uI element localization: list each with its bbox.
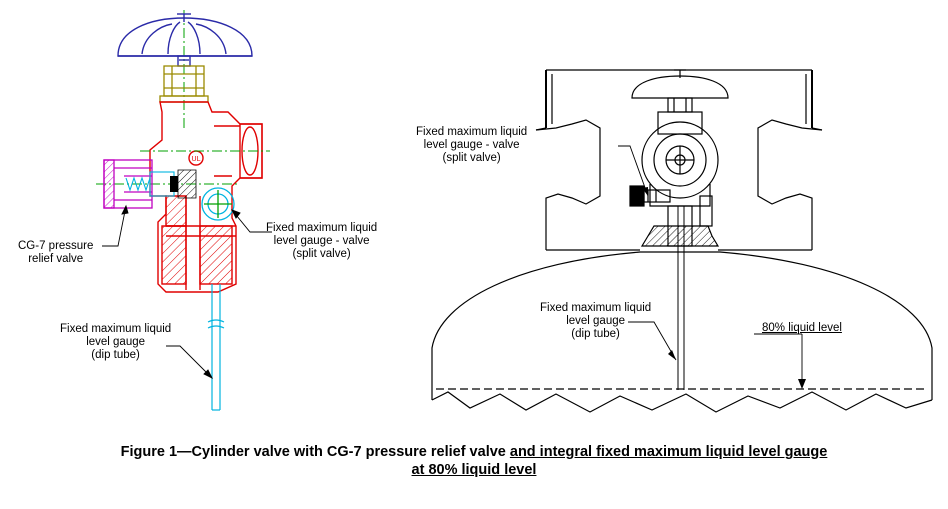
- left-dip-tube-line3: (dip tube): [91, 349, 140, 361]
- left-dip-tube-line1: Fixed maximum liquid: [60, 323, 172, 335]
- left-dip-tube-line2: level gauge: [86, 336, 146, 348]
- right-dip-tube-line1: Fixed maximum liquid: [540, 302, 652, 314]
- caption-part1: Figure 1—Cylinder valve with CG-7 pressu…: [120, 444, 510, 460]
- relief-seat: [170, 176, 178, 192]
- relief-valve-label-line2: relief valve: [28, 253, 84, 265]
- figure-caption-line2: at 80% liquid level: [0, 462, 948, 479]
- left-valve-drawing: UL: [96, 10, 272, 411]
- split-valve: [201, 187, 235, 221]
- right-gauge-valve-line2: level gauge - valve: [423, 139, 520, 151]
- right-cylinder-drawing: [431, 69, 933, 413]
- left-gauge-valve-line3: (split valve): [292, 248, 351, 260]
- cylinder-shell: [431, 251, 933, 413]
- right-dip-tube-line2: level gauge: [566, 315, 626, 327]
- right-gauge-valve-line1: Fixed maximum liquid: [416, 126, 528, 138]
- handwheel: [117, 13, 253, 67]
- guard-ring: [535, 69, 823, 251]
- dip-tube: [207, 284, 225, 411]
- right-gauge-valve-line3: (split valve): [442, 152, 501, 164]
- caption-part2: and integral fixed maximum liquid level …: [509, 444, 828, 460]
- right-valve-body: [629, 111, 720, 247]
- left-gauge-valve-line1: Fixed maximum liquid: [266, 222, 378, 234]
- relief-valve-label: CG-7 pressure relief valve: [18, 240, 93, 266]
- liquid-level-label: 80% liquid level: [762, 322, 842, 334]
- right-dip-tube-label: Fixed maximum liquid level gauge (dip tu…: [540, 302, 651, 341]
- caption-part3: at 80% liquid level: [411, 462, 537, 478]
- bonnet-nut: [159, 65, 209, 103]
- right-dip-tube-line3: (dip tube): [571, 328, 620, 340]
- relief-valve-label-line1: CG-7 pressure: [18, 240, 94, 252]
- valve-body: [149, 101, 263, 293]
- left-leaders: [102, 204, 272, 380]
- right-gauge-valve-label: Fixed maximum liquid level gauge - valve…: [416, 126, 527, 165]
- left-gauge-valve-line2: level gauge - valve: [273, 235, 370, 247]
- left-gauge-valve-label: Fixed maximum liquid level gauge - valve…: [266, 222, 377, 261]
- ul-mark: UL: [192, 156, 201, 163]
- figure-caption: Figure 1—Cylinder valve with CG-7 pressu…: [0, 444, 948, 461]
- right-handwheel: [631, 69, 729, 113]
- relief-port-hatch: [177, 169, 197, 199]
- left-dip-tube-label: Fixed maximum liquid level gauge (dip tu…: [60, 323, 171, 362]
- relief-valve-body: [103, 159, 153, 209]
